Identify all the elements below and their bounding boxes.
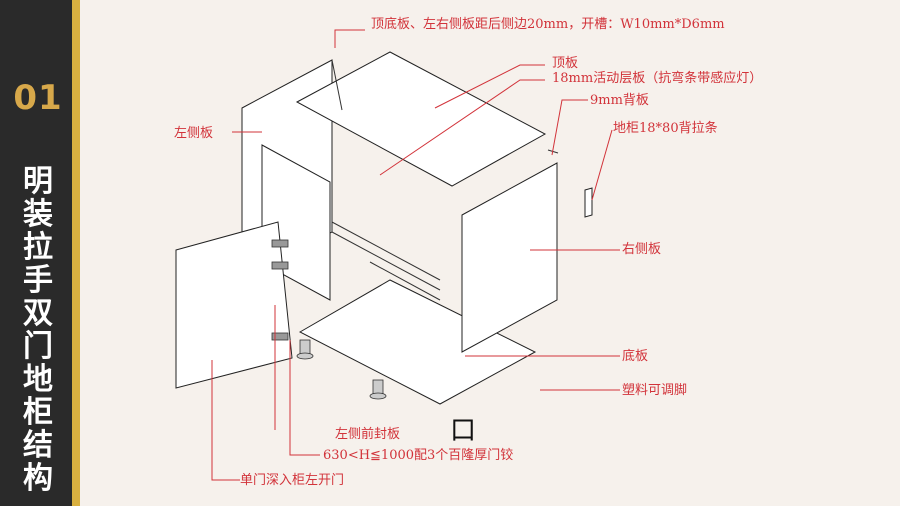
cabinet-exploded-diagram (175, 29, 620, 481)
hinge-icon (271, 261, 289, 270)
label-back-board: 9mm背板 (590, 93, 649, 108)
door-panel (175, 221, 293, 389)
label-top-board: 顶板 (552, 56, 579, 71)
back-strip (584, 187, 593, 218)
label-hinges: 630<H≦1000配3个百隆厚门铰 (323, 448, 514, 463)
hinge-icon (271, 239, 289, 248)
label-feet: 塑料可调脚 (622, 383, 688, 398)
label-door: 单门深入柜左开门 (240, 473, 345, 488)
hinge-icon (271, 332, 289, 341)
label-left-side: 左侧板 (174, 126, 214, 141)
square-mark: 口 (450, 416, 477, 446)
label-bottom-board: 底板 (622, 349, 649, 364)
top-board (295, 51, 547, 187)
slide-title: 明装拉手双门地柜结构 (23, 164, 53, 496)
slide-sidebar: 01 明装拉手双门地柜结构 (0, 0, 80, 506)
label-top-note: 顶底板、左右侧板距后侧边20mm，开槽：W10mm*D6mm (371, 17, 725, 32)
label-back-strip: 地柜18*80背拉条 (613, 121, 718, 136)
section-number: 01 (13, 78, 63, 118)
foot-icon (372, 379, 384, 395)
foot-icon (299, 339, 311, 355)
label-shelf: 18mm活动层板（抗弯条带感应灯） (552, 71, 763, 86)
accent-stripe (72, 0, 80, 506)
bottom-board (298, 279, 537, 405)
label-front-seal: 左侧前封板 (335, 427, 401, 442)
label-right-side: 右侧板 (622, 242, 662, 257)
right-side-panel (461, 162, 558, 353)
diagram-panel: 顶底板、左右侧板距后侧边20mm，开槽：W10mm*D6mm 顶板 18mm活动… (80, 0, 900, 506)
